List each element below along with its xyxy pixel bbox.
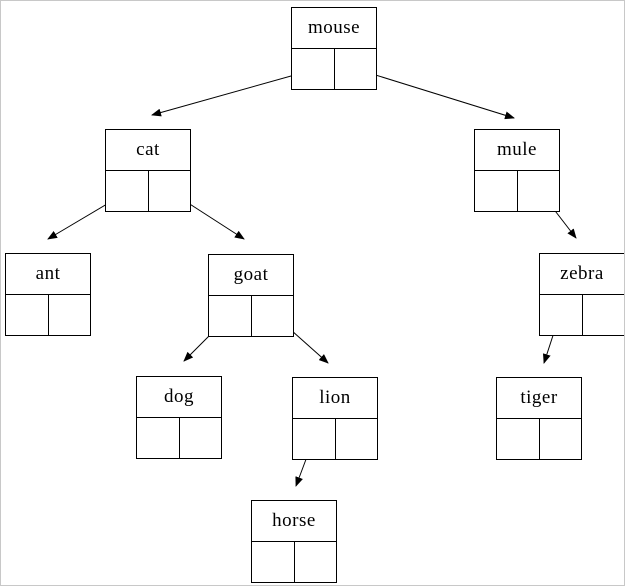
tree-node-dog: dog — [136, 376, 222, 459]
edge-mouse-right-to-mule — [352, 67, 515, 120]
left-pointer-cell — [6, 295, 49, 336]
left-pointer-cell — [293, 419, 336, 460]
right-pointer-cell — [149, 171, 191, 212]
pointer-row — [106, 171, 190, 212]
tree-node-lion: lion — [292, 377, 378, 460]
tree-node-mule: mule — [474, 129, 560, 212]
left-pointer-cell — [540, 295, 583, 336]
pointer-row — [293, 419, 377, 460]
tree-node-tiger: tiger — [496, 377, 582, 460]
right-pointer-cell — [252, 296, 294, 337]
tree-node-mouse: mouse — [291, 7, 377, 90]
right-pointer-cell — [295, 542, 337, 583]
pointer-row — [497, 419, 581, 460]
right-pointer-cell — [518, 171, 560, 212]
node-label: goat — [209, 255, 293, 296]
node-label: mouse — [292, 8, 376, 49]
left-pointer-cell — [475, 171, 518, 212]
left-pointer-cell — [252, 542, 295, 583]
left-pointer-cell — [292, 49, 335, 90]
tree-node-ant: ant — [5, 253, 91, 336]
node-label: tiger — [497, 378, 581, 419]
pointer-row — [6, 295, 90, 336]
left-pointer-cell — [209, 296, 252, 337]
right-pointer-cell — [336, 419, 378, 460]
tree-node-horse: horse — [251, 500, 337, 583]
pointer-row — [292, 49, 376, 90]
left-pointer-cell — [497, 419, 540, 460]
node-label: mule — [475, 130, 559, 171]
left-pointer-cell — [106, 171, 149, 212]
pointer-row — [475, 171, 559, 212]
node-label: lion — [293, 378, 377, 419]
pointer-row — [540, 295, 624, 336]
node-label: zebra — [540, 254, 624, 295]
right-pointer-cell — [49, 295, 91, 336]
tree-node-cat: cat — [105, 129, 191, 212]
node-label: ant — [6, 254, 90, 295]
pointer-row — [209, 296, 293, 337]
tree-node-zebra: zebra — [539, 253, 624, 336]
right-pointer-cell — [335, 49, 377, 90]
left-pointer-cell — [137, 418, 180, 459]
node-label: cat — [106, 130, 190, 171]
tree-node-goat: goat — [208, 254, 294, 337]
right-pointer-cell — [540, 419, 582, 460]
pointer-row — [137, 418, 221, 459]
node-label: horse — [252, 501, 336, 542]
right-pointer-cell — [583, 295, 625, 336]
pointer-row — [252, 542, 336, 583]
right-pointer-cell — [180, 418, 222, 459]
node-label: dog — [137, 377, 221, 418]
